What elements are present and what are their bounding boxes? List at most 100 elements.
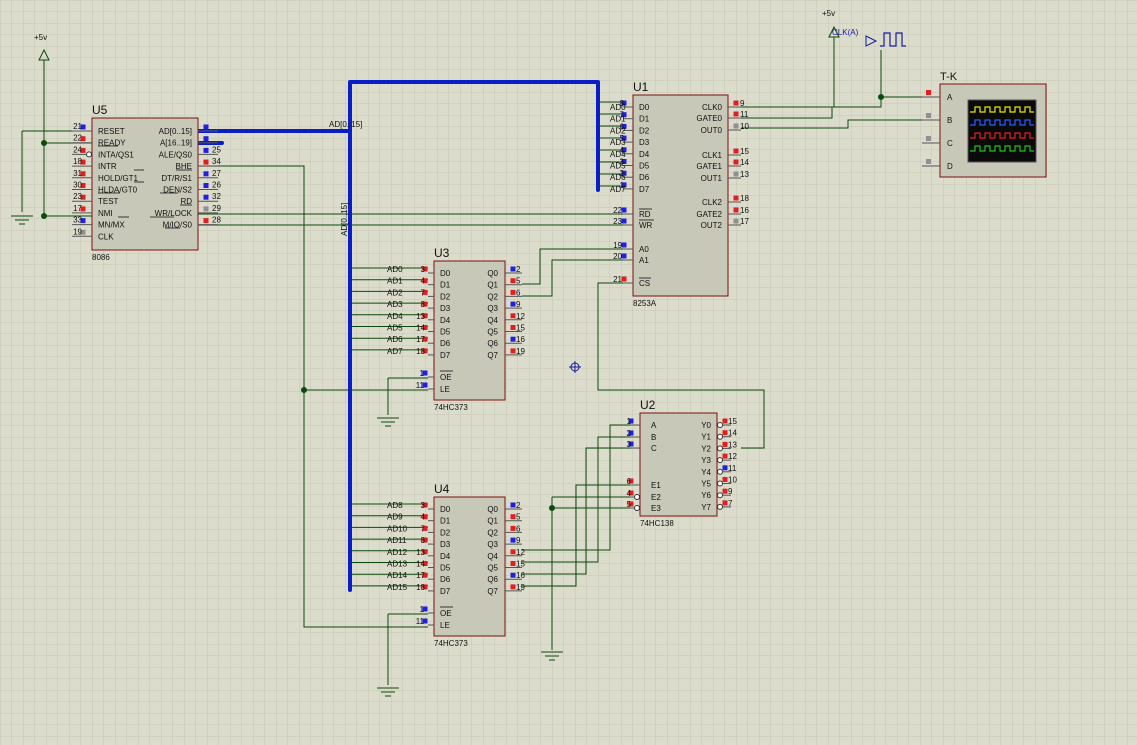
pin-marker bbox=[203, 136, 209, 142]
net-label: AD1 bbox=[387, 277, 403, 286]
u3-body bbox=[433, 260, 506, 401]
pin-number: 11 bbox=[740, 110, 749, 119]
invert-bubble bbox=[717, 445, 723, 452]
pin-marker bbox=[628, 430, 634, 436]
pin-marker bbox=[203, 218, 209, 224]
oscilloscope-ref: T-K bbox=[940, 71, 958, 83]
invert-bubble bbox=[717, 433, 723, 440]
u4-part: 74HC373 bbox=[434, 639, 468, 648]
pin-marker bbox=[621, 218, 627, 224]
pin-marker bbox=[510, 537, 516, 543]
pin-label: D4 bbox=[440, 552, 451, 561]
bus-label-top: AD[0..15] bbox=[329, 120, 362, 129]
pin-marker bbox=[733, 123, 739, 129]
pin-marker bbox=[733, 171, 739, 177]
net-label: AD2 bbox=[610, 126, 626, 135]
pin-marker bbox=[733, 148, 739, 154]
pin-label: B bbox=[651, 433, 656, 442]
junction-dot bbox=[41, 213, 47, 219]
pin-marker bbox=[510, 525, 516, 531]
pin-number: 33 bbox=[73, 216, 82, 225]
pin-marker bbox=[203, 183, 209, 188]
ground-icon bbox=[541, 651, 563, 661]
pin-number: 30 bbox=[73, 181, 82, 190]
u2-part: 74HC138 bbox=[640, 519, 674, 528]
pin-label: Q0 bbox=[487, 269, 498, 278]
pin-marker bbox=[80, 171, 86, 177]
pin-marker bbox=[422, 514, 428, 520]
pin-label: A0 bbox=[639, 245, 649, 254]
power-label-left: +5v bbox=[34, 33, 47, 42]
invert-bubble bbox=[717, 422, 723, 428]
u1-ref: U1 bbox=[633, 80, 649, 94]
net-label: AD4 bbox=[387, 312, 403, 321]
pin-marker bbox=[722, 465, 728, 471]
wire bbox=[522, 424, 630, 551]
net-label: AD0 bbox=[387, 265, 403, 274]
pin-label: Y6 bbox=[701, 491, 711, 500]
pin-label: GATE1 bbox=[696, 162, 722, 171]
oscilloscope-screen bbox=[967, 99, 1037, 163]
pin-label: Q2 bbox=[487, 528, 498, 537]
pin-label: D2 bbox=[639, 126, 650, 135]
pin-number: 8 bbox=[421, 300, 426, 309]
net-label: AD15 bbox=[387, 583, 408, 592]
power-terminal-right[interactable]: +5v bbox=[822, 9, 840, 38]
pin-label: CS bbox=[639, 279, 650, 288]
pin-number: 19 bbox=[516, 347, 525, 356]
pin-marker bbox=[722, 453, 728, 459]
pin-number: 26 bbox=[212, 181, 221, 190]
pin-marker bbox=[203, 147, 209, 153]
pin-marker bbox=[628, 490, 634, 496]
pin-label: D5 bbox=[639, 162, 650, 171]
scope-trace bbox=[970, 132, 1034, 139]
clock-source[interactable]: CLK(A) bbox=[832, 28, 906, 47]
pin-marker bbox=[80, 183, 86, 188]
pin-label: D0 bbox=[639, 103, 650, 112]
pin-marker bbox=[628, 501, 634, 507]
power-arrow-icon bbox=[828, 25, 840, 38]
pin-label: OE bbox=[440, 373, 452, 382]
pin-marker bbox=[510, 301, 516, 307]
pin-number: 16 bbox=[740, 206, 749, 215]
pin-label: D5 bbox=[440, 564, 451, 573]
pin-marker bbox=[733, 207, 739, 213]
pin-label: D5 bbox=[440, 328, 451, 337]
pin-number: 17 bbox=[416, 571, 425, 580]
invert-bubble bbox=[634, 494, 640, 500]
pin-label: Y7 bbox=[701, 503, 711, 512]
u3-part: 74HC373 bbox=[434, 403, 468, 412]
pin-label: D4 bbox=[639, 150, 650, 159]
pin-number: 4 bbox=[627, 489, 632, 498]
pin-number: 13 bbox=[740, 170, 749, 179]
u4-body bbox=[433, 496, 506, 637]
pin-label: CLK1 bbox=[702, 151, 723, 160]
net-label: AD2 bbox=[387, 288, 403, 297]
pin-marker bbox=[621, 112, 627, 118]
wire bbox=[522, 259, 623, 297]
bus-label-vertical: AD[0..15] bbox=[340, 203, 349, 236]
pin-label: Y1 bbox=[701, 433, 711, 442]
pin-number: 14 bbox=[728, 429, 737, 438]
pin-marker bbox=[510, 313, 516, 319]
pin-marker bbox=[422, 301, 428, 307]
pin-number: 34 bbox=[212, 157, 221, 166]
pin-marker bbox=[80, 136, 86, 142]
pin-marker bbox=[422, 370, 428, 376]
pin-marker bbox=[621, 100, 627, 106]
pin-label: D1 bbox=[639, 115, 650, 124]
pin-marker bbox=[628, 418, 634, 424]
pin-label: ALE/QS0 bbox=[159, 150, 193, 159]
junction-dot bbox=[301, 387, 307, 393]
pin-label: INTA/QS1 bbox=[98, 150, 134, 159]
power-terminal-left[interactable]: +5v bbox=[34, 33, 50, 61]
pin-label: Q7 bbox=[487, 587, 498, 596]
pin-label: Q0 bbox=[487, 505, 498, 514]
